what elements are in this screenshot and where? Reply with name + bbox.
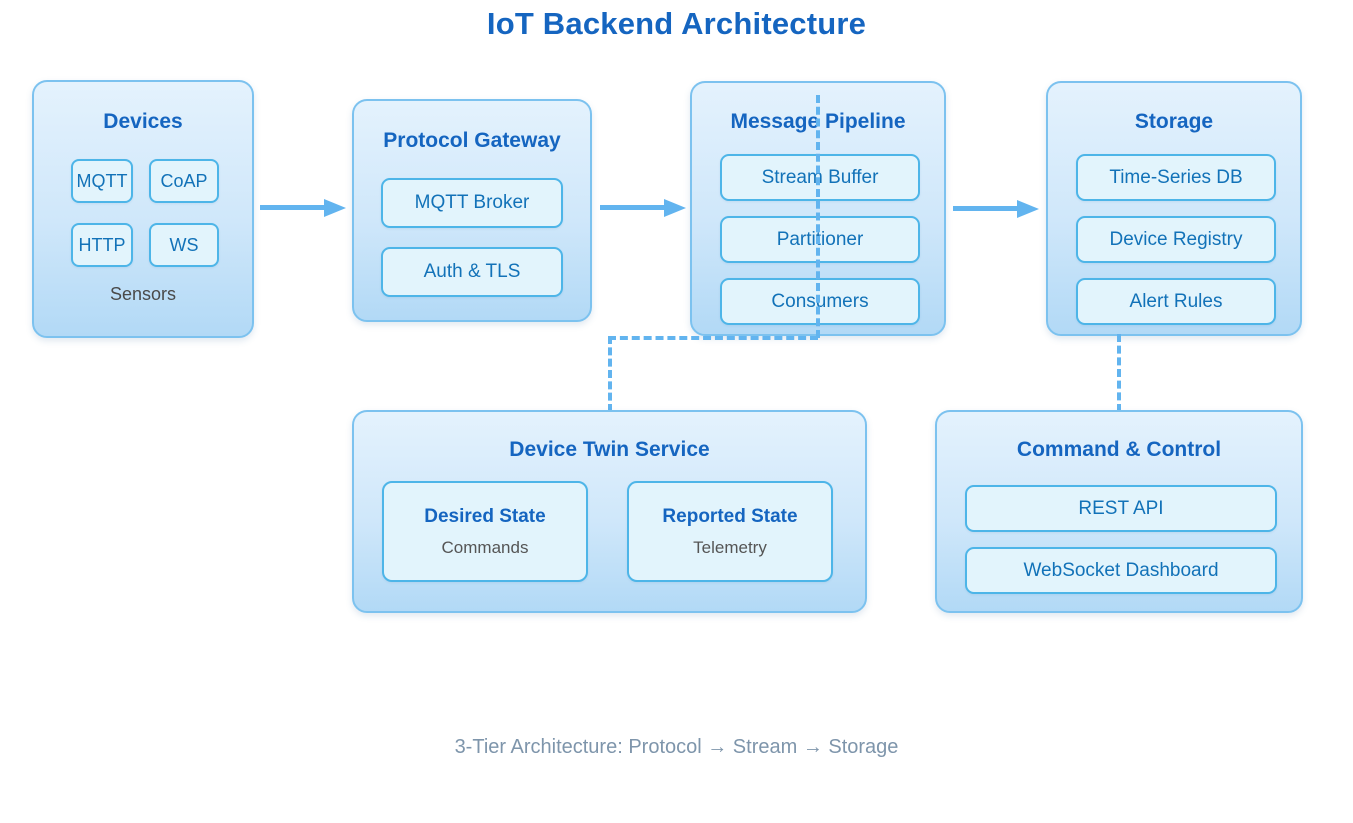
- panel-storage[interactable]: Storage Time-Series DB Device Registry A…: [1046, 81, 1302, 336]
- panel-storage-title: Storage: [1134, 110, 1214, 133]
- chip-rest-api[interactable]: REST API: [965, 485, 1277, 532]
- subcard-desired-state[interactable]: Desired State Commands: [382, 481, 588, 582]
- panel-device-twin-service[interactable]: Device Twin Service Desired State Comman…: [352, 410, 867, 613]
- chip-auth-tls[interactable]: Auth & TLS: [381, 247, 563, 297]
- chip-alert-rules[interactable]: Alert Rules: [1076, 278, 1276, 325]
- chip-partitioner[interactable]: Partitioner: [720, 216, 920, 263]
- chip-device-registry[interactable]: Device Registry: [1076, 216, 1276, 263]
- chip-coap[interactable]: CoAP: [149, 159, 219, 203]
- chip-http[interactable]: HTTP: [71, 223, 133, 267]
- chip-mqtt-broker[interactable]: MQTT Broker: [381, 178, 563, 228]
- page-title: IoT Backend Architecture: [486, 6, 867, 41]
- chip-websocket-dashboard[interactable]: WebSocket Dashboard: [965, 547, 1277, 594]
- dashed-pipeline-to-twin: [608, 336, 612, 412]
- subcard-desired-state-title: Desired State: [424, 505, 546, 527]
- arrow-pipeline-to-storage: [953, 200, 1041, 218]
- subcard-reported-state-sub: Telemetry: [693, 537, 767, 557]
- chip-time-series-db[interactable]: Time-Series DB: [1076, 154, 1276, 201]
- dashed-storage-to-command: [1117, 334, 1121, 412]
- panel-devices-title: Devices: [103, 110, 183, 133]
- footer-caption: 3-Tier Architecture: Protocol → Stream →…: [454, 736, 899, 758]
- panel-device-twin-title: Device Twin Service: [509, 438, 710, 461]
- subcard-reported-state-title: Reported State: [662, 505, 798, 527]
- panel-devices[interactable]: Devices MQTT CoAP HTTP WS Sensors: [32, 80, 254, 338]
- dashed-pipeline-left: [608, 336, 818, 340]
- panel-protocol-gateway[interactable]: Protocol Gateway MQTT Broker Auth & TLS: [352, 99, 592, 322]
- panel-command-control-title: Command & Control: [1016, 438, 1222, 461]
- chip-mqtt[interactable]: MQTT: [71, 159, 133, 203]
- subcard-reported-state[interactable]: Reported State Telemetry: [627, 481, 833, 582]
- chip-consumers[interactable]: Consumers: [720, 278, 920, 325]
- subcard-desired-state-sub: Commands: [441, 537, 529, 557]
- panel-protocol-gateway-title: Protocol Gateway: [383, 129, 561, 152]
- dashed-pipeline-down: [816, 95, 820, 338]
- panel-devices-caption: Sensors: [109, 284, 177, 304]
- chip-stream-buffer[interactable]: Stream Buffer: [720, 154, 920, 201]
- panel-command-control[interactable]: Command & Control REST API WebSocket Das…: [935, 410, 1303, 613]
- chip-ws[interactable]: WS: [149, 223, 219, 267]
- arrow-gateway-to-pipeline: [600, 199, 686, 217]
- arrow-devices-to-gateway: [260, 199, 346, 217]
